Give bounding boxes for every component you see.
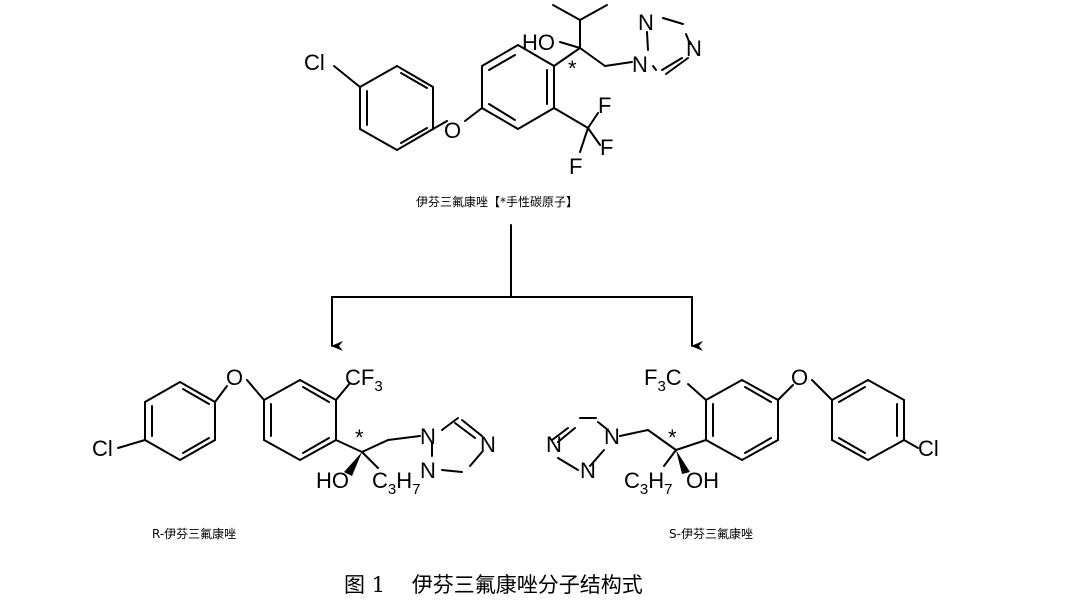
r-ch2-bond2 [387, 435, 421, 441]
r-o-bond-left [214, 385, 228, 403]
s-propyl-bond [663, 449, 677, 467]
s-o-bond-left [777, 384, 794, 401]
top-ho-label: HO [522, 30, 555, 55]
top-molecule-caption: 伊芬三氟康唑【*手性碳原子】 [416, 194, 578, 209]
s-chiral-star: * [668, 425, 677, 450]
top-cf3-bond [553, 107, 589, 129]
top-f1-label: F [598, 93, 611, 118]
top-f1-bond [587, 112, 599, 129]
r-triazole-ring [431, 417, 483, 473]
top-o-bond-left [432, 120, 448, 130]
s-molecule: N N N * C3H7 OH F3C O Cl [546, 365, 939, 498]
top-o-label: O [444, 118, 461, 143]
top-chiral-bond [553, 47, 581, 67]
top-f3-bond [579, 127, 589, 153]
top-n3-label: N [686, 36, 702, 61]
top-ipr-me1 [552, 4, 581, 21]
s-n3-label: N [604, 424, 620, 449]
top-cl-bond [333, 65, 361, 88]
r-o-label: O [226, 365, 243, 390]
top-f2-label: F [600, 135, 613, 160]
top-o-bond-right [464, 107, 483, 122]
top-n1-label: N [632, 52, 648, 77]
split-arrows [331, 224, 703, 351]
r-oh-wedge-bond [344, 452, 362, 476]
s-cl-bond [903, 439, 919, 449]
s-ch2-bond1 [619, 429, 649, 437]
r-ho-label: HO [316, 468, 349, 493]
figure-caption: 图 1 伊芬三氟康唑分子结构式 [344, 573, 643, 597]
top-ipr-me2 [579, 4, 608, 21]
s-triazole-ring [551, 417, 609, 471]
top-triazole-ring [646, 17, 691, 75]
r-chiral-star: * [355, 425, 364, 450]
r-molecule-caption: R-伊芬三氟康唑 [152, 526, 236, 541]
r-cf3-bond [335, 382, 351, 401]
s-o-bond-right [811, 379, 833, 401]
s-cf3-bond [687, 383, 707, 401]
top-f3-label: F [569, 154, 582, 179]
r-n3-label: N [480, 432, 496, 457]
top-ch2-bond2 [604, 61, 633, 67]
r-chlorophenyl-ring [144, 380, 216, 462]
top-cl-label: Cl [304, 50, 325, 75]
top-chiral-star: * [568, 56, 577, 81]
s-o-label: O [791, 365, 808, 390]
r-propyl-bond [361, 451, 379, 469]
r-molecule: Cl O CF3 * HO C3H7 N N N [92, 365, 496, 498]
top-f2-bond [587, 127, 601, 146]
s-cl-label: Cl [918, 436, 939, 461]
r-central-ring [263, 378, 337, 462]
r-propyl-label: C3H7 [372, 468, 420, 498]
r-n2-label: N [420, 458, 436, 483]
top-chlorophenyl-ring [359, 64, 434, 152]
top-ch2-bond1 [579, 47, 606, 67]
s-propyl-label: C3H7 [624, 468, 672, 498]
r-n1-label: N [420, 424, 436, 449]
s-n2-label: N [580, 458, 596, 483]
s-n1-label: N [546, 432, 562, 457]
s-ch2-bond2 [647, 429, 677, 451]
s-cf3-label: F3C [644, 365, 682, 395]
r-cl-label: Cl [92, 436, 113, 461]
r-ch2-bond1 [361, 439, 389, 453]
s-oh-label: OH [686, 468, 719, 493]
s-central-ring [705, 378, 779, 462]
s-oh-wedge-bond [676, 450, 690, 474]
r-cf3-label: CF3 [345, 365, 383, 395]
s-molecule-caption: S-伊芬三氟康唑 [669, 526, 753, 541]
r-o-bond-right [246, 379, 265, 401]
top-n2-label: N [638, 10, 654, 35]
s-chlorophenyl-ring [831, 378, 905, 462]
top-oh-bond [559, 41, 581, 49]
r-cl-bond [117, 439, 146, 449]
top-central-ring [481, 43, 555, 131]
r-chiral-bond [335, 439, 363, 453]
s-chiral-bond [675, 439, 707, 451]
top-molecule: Cl O F F F HO * [304, 4, 702, 179]
